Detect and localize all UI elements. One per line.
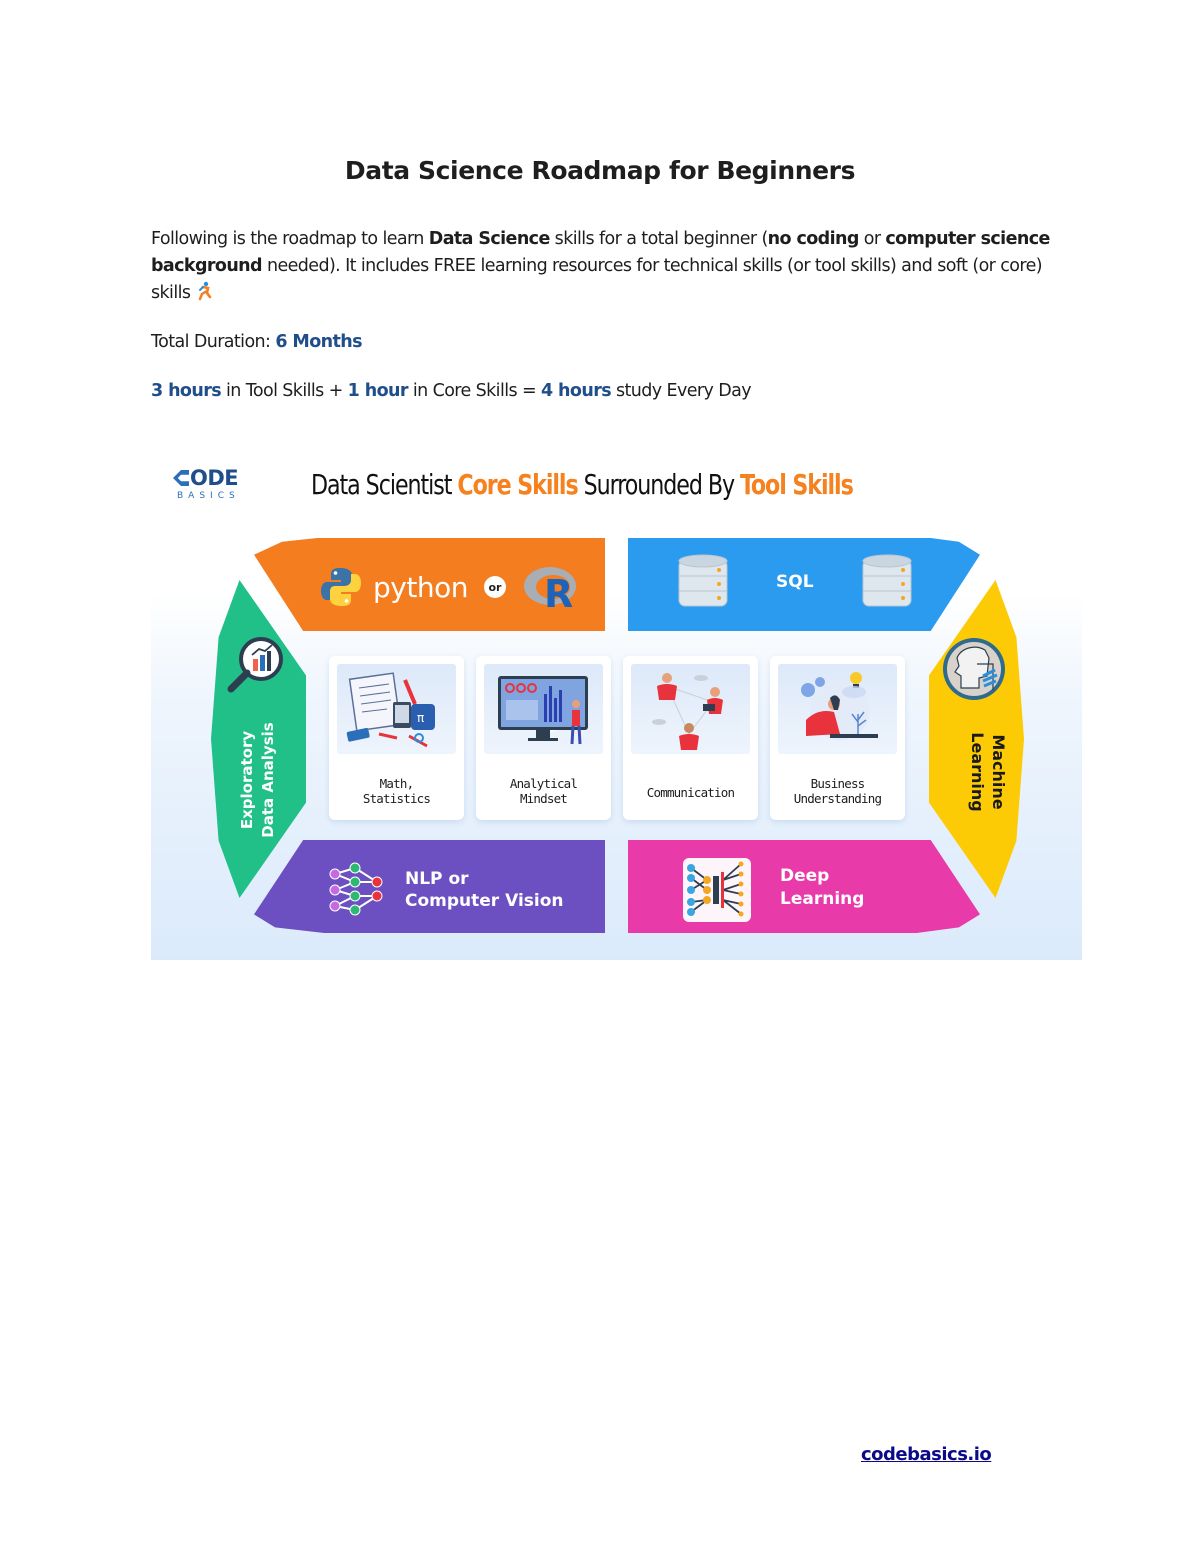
magnifier-chart-icon [227,637,283,693]
python-logo-icon [321,568,361,606]
core-skill-label: Business Understanding [793,776,882,806]
eda-label-line: Data Analysis [259,722,277,838]
eda-label-line: Exploratory [238,730,256,830]
core-skill-card-communication: Communication [623,656,758,820]
intro-paragraph: Following is the roadmap to learn Data S… [151,226,1051,307]
svg-text:R: R [544,572,573,612]
neural-network-icon [329,862,383,916]
ml-label-line: Machine [989,734,1008,810]
tool-hours: 3 hours [151,381,222,401]
infographic-title: Data Scientist Core Skills Surrounded By… [311,468,854,501]
core-skill-card-math: π Math, Statistics [329,656,464,820]
core-skill-card-analytical: Analytical Mindset [476,656,611,820]
core-skill-label: Analytical Mindset [509,776,578,806]
svg-text:π: π [417,711,424,725]
intro-text: needed). It includes FREE learning resou… [151,256,1043,303]
intro-bold-data-science: Data Science [428,229,551,249]
study-text: in Tool Skills + [221,381,348,401]
nlp-band [254,840,605,933]
logo-subtext: BASICS [177,491,240,501]
intro-bold-background: computer science background [151,229,1050,276]
dl-label-line: Learning [780,889,865,909]
ml-label: Machine Learning [967,722,1009,822]
intro-bold-no-coding: no coding [767,229,860,249]
math-illustration-icon: π [337,664,456,754]
database-icon [678,554,728,607]
nlp-label-line: NLP or [405,869,469,889]
intro-text: Following is the roadmap to learn [151,229,429,249]
page-title: Data Science Roadmap for Beginners [344,156,856,185]
study-text: in Core Skills = [407,381,541,401]
sql-label: SQL [776,572,814,592]
intro-text: skills for a total beginner ( [549,229,769,249]
title-text: Data Scientist [311,468,458,501]
analytics-illustration-icon [484,664,603,754]
core-skill-card-business: Business Understanding [770,656,905,820]
deep-network-icon [683,858,751,922]
python-or-r: python or R [319,562,582,612]
title-core-skills: Core Skills [457,468,578,501]
duration-value: 6 Months [275,332,362,352]
logo-text: ODE [190,466,239,490]
intro-text: or [858,229,886,249]
title-text: Surrounded By [577,468,741,501]
logo-c-icon [173,470,189,486]
core-skills-cards: π Math, Statistics [329,656,905,820]
business-illustration-icon [778,664,897,754]
core-skill-label: Communication [646,785,735,800]
study-text: study Every Day [611,381,752,401]
codebasics-logo: ODE BASICS [173,466,253,506]
total-hours: 4 hours [540,381,612,401]
title-tool-skills: Tool Skills [740,468,854,501]
core-hours: 1 hour [347,381,409,401]
runner-icon [199,281,212,301]
skills-infographic: ODE BASICS Data Scientist Core Skills Su… [151,450,1082,960]
codebasics-link[interactable]: codebasics.io [861,1444,992,1465]
dl-label-line: Deep [780,866,830,886]
duration-label: Total Duration: [151,332,276,352]
study-hours: 3 hours in Tool Skills + 1 hour in Core … [151,378,1051,405]
database-icon [862,554,912,607]
r-logo-icon: R [523,567,576,612]
total-duration: Total Duration: 6 Months [151,329,1051,356]
nlp-label-line: Computer Vision [405,891,564,911]
python-label: python [373,570,468,604]
sql-content: SQL [676,552,914,612]
nlp-label: NLP or Computer Vision [405,868,564,912]
eda-label: Exploratory Data Analysis [237,710,279,850]
ml-label-line: Learning [968,732,987,812]
or-badge: or [483,576,506,598]
ai-head-icon [943,638,1005,700]
communication-illustration-icon [631,664,750,754]
core-skill-label: Math, Statistics [362,776,431,806]
deep-learning-label: Deep Learning [780,865,864,911]
